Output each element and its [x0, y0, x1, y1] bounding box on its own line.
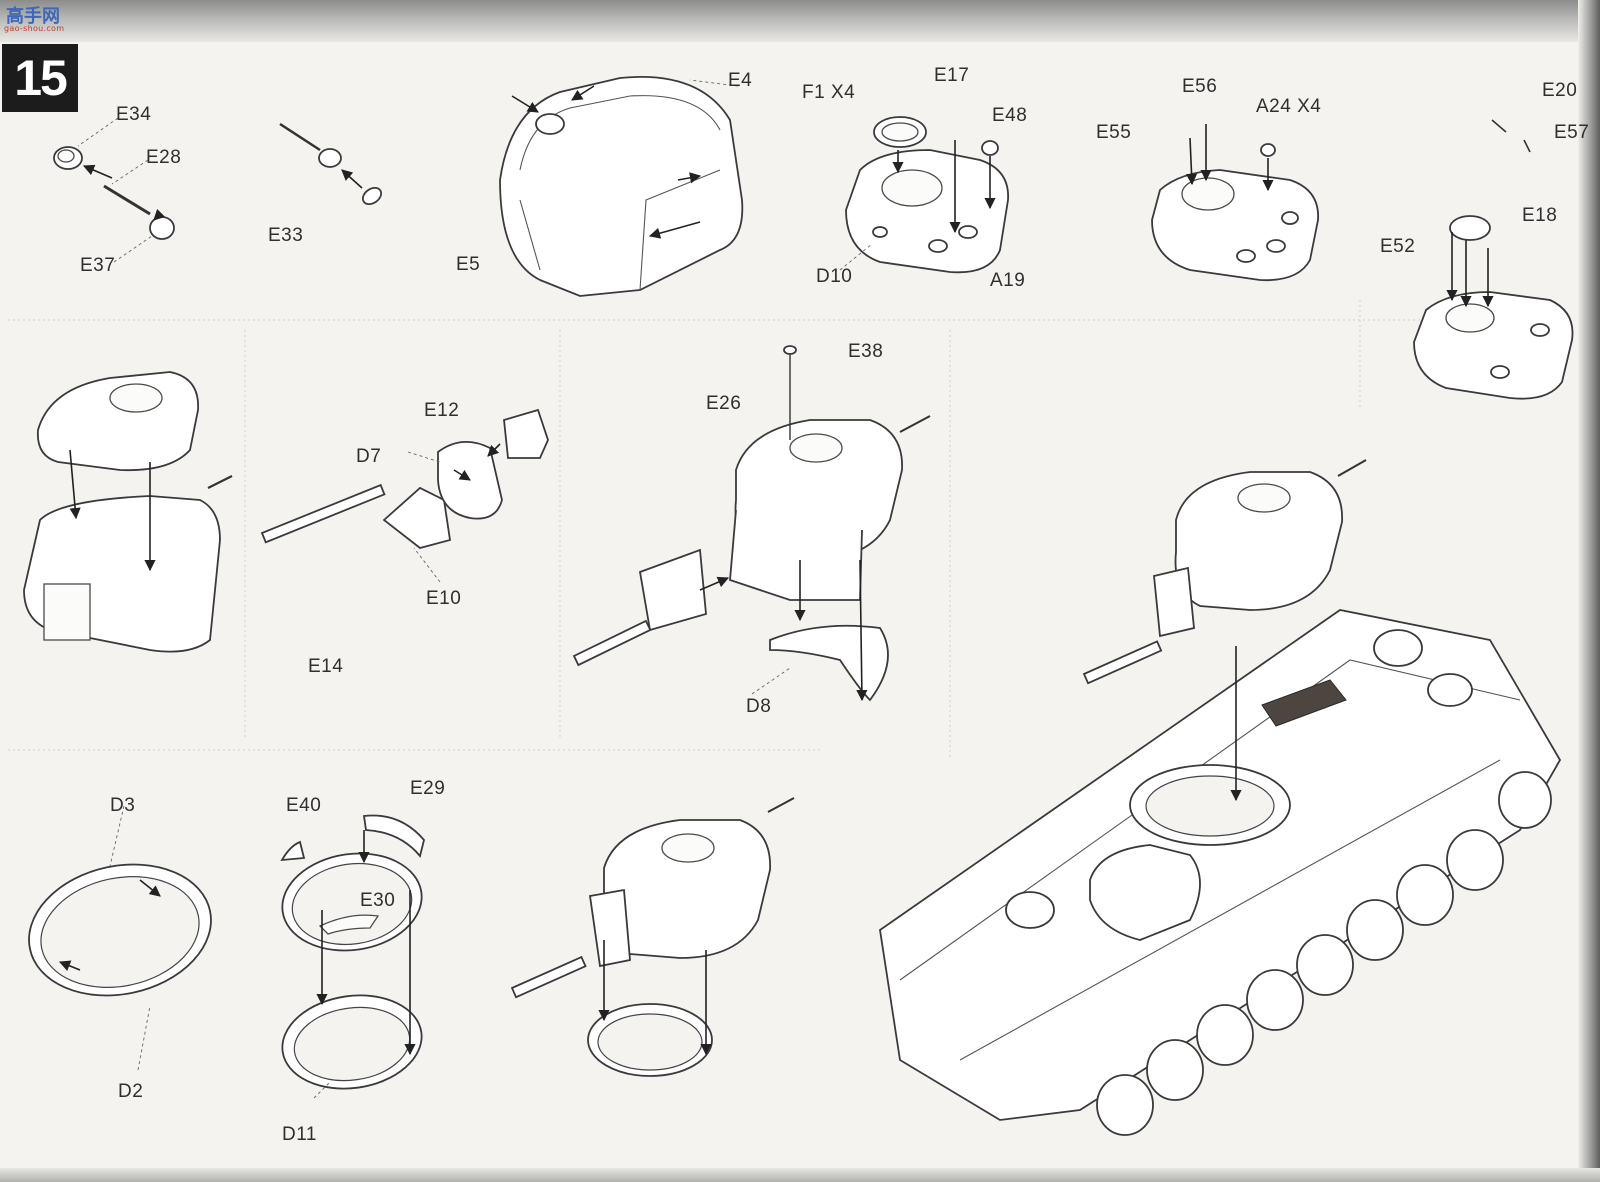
label-e14: E14 [308, 656, 344, 677]
label-a19: A19 [990, 270, 1026, 291]
turret-body-assembly [23, 371, 233, 653]
label-e33: E33 [268, 225, 304, 246]
label-e34: E34 [116, 104, 152, 125]
label-e55: E55 [1096, 122, 1132, 143]
label-e28: E28 [146, 147, 182, 168]
label-e20: E20 [1542, 80, 1578, 101]
turret-with-ring-assembly [510, 797, 795, 1077]
label-e37: E37 [80, 255, 116, 276]
roof-plate-e18-e52 [1413, 119, 1574, 400]
label-d7: D7 [356, 446, 382, 467]
roof-plate-e55-e56 [1151, 124, 1319, 282]
turret-assembly-d8-e26-e38 [572, 345, 931, 702]
panel-separators [8, 300, 1560, 760]
label-e40: E40 [286, 795, 322, 816]
main-turret-floating [1082, 459, 1367, 802]
road-wheels [1096, 771, 1552, 1136]
label-e5: E5 [456, 254, 481, 275]
label-e52: E52 [1380, 236, 1416, 257]
label-e10: E10 [426, 588, 462, 609]
part-e33 [279, 122, 383, 206]
watermark-url: gao-shou.com [4, 24, 65, 33]
label-a24-x4: A24 X4 [1256, 96, 1322, 117]
label-e48: E48 [992, 105, 1028, 126]
label-e38: E38 [848, 341, 884, 362]
turret-ring-e29-e40-e30-d11 [280, 814, 425, 1099]
watermark-text: 高手网 [6, 6, 60, 27]
roof-plate-d10 [839, 116, 1009, 274]
label-e12: E12 [424, 400, 460, 421]
label-e29: E29 [410, 778, 446, 799]
step-number-badge: 15 [2, 44, 78, 112]
label-d3: D3 [110, 795, 136, 816]
page-edge-shadow [1578, 0, 1600, 1182]
turret-shell-e4-e5 [499, 76, 744, 297]
label-e26: E26 [706, 393, 742, 414]
gun-assembly-e14-e10-d7-e12 [260, 408, 549, 583]
label-d11: D11 [282, 1124, 317, 1145]
label-e30: E30 [360, 890, 396, 911]
label-e17: E17 [934, 65, 970, 86]
label-e56: E56 [1182, 76, 1218, 97]
label-f1-x4: F1 X4 [802, 82, 856, 103]
turret-ring-d2-d3 [28, 805, 212, 1071]
label-e4: E4 [728, 70, 753, 91]
photo-background-strip [0, 0, 1600, 42]
periscope-parts-e34-e28-e37 [53, 117, 175, 263]
label-e18: E18 [1522, 205, 1558, 226]
site-watermark-logo: 高手网 gao-shou.com [4, 2, 70, 38]
label-d10: D10 [816, 266, 853, 287]
complete-tank-hull [879, 609, 1562, 1136]
page-bottom-edge [0, 1168, 1600, 1182]
label-d2: D2 [118, 1081, 144, 1102]
label-d8: D8 [746, 696, 772, 717]
label-e57: E57 [1554, 122, 1590, 143]
